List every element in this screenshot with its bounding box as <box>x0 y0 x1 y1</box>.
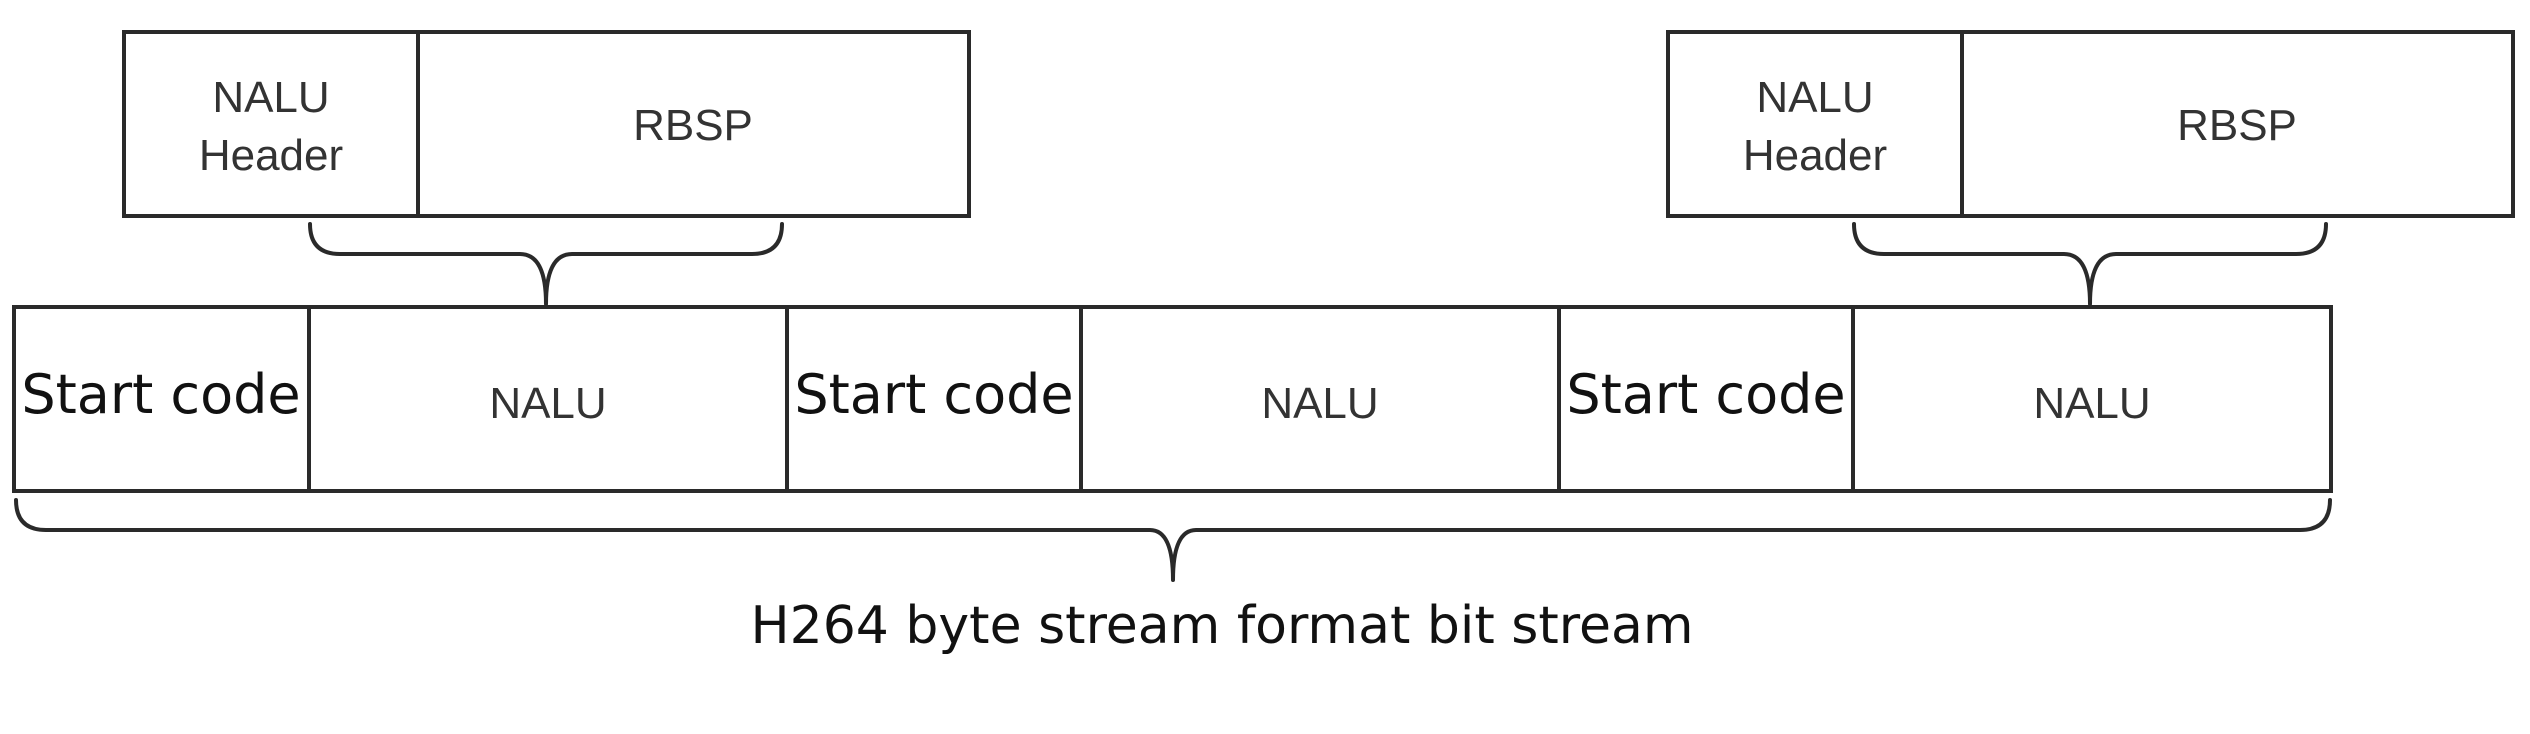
nalu-header-label-line1: NALU <box>212 73 329 122</box>
rbsp-box <box>416 30 971 218</box>
rbsp-label: RBSP <box>633 101 753 150</box>
nalu-expand-brace-right <box>1852 222 2328 306</box>
nalu-header-box <box>122 30 420 218</box>
start-code-label: Start code <box>1566 363 1845 426</box>
byte-stream-row: Start code NALU Start code NALU Start co… <box>12 305 2333 493</box>
nalu-box <box>307 305 789 493</box>
nalu-box <box>1851 305 2333 493</box>
nalu-expand-brace-left <box>308 222 784 306</box>
stream-brace <box>14 498 2332 582</box>
start-code-label: Start code <box>794 363 1073 426</box>
nalu-header-label-line2: Header <box>1743 131 1887 180</box>
nalu-detail-left: NALU Header RBSP <box>122 30 971 306</box>
nalu-label: NALU <box>2033 379 2150 428</box>
rbsp-label: RBSP <box>2177 101 2297 150</box>
nalu-header-label-line2: Header <box>199 131 343 180</box>
nalu-detail-right: NALU Header RBSP <box>1666 30 2515 306</box>
nalu-header-box <box>1666 30 1964 218</box>
nalu-label: NALU <box>489 379 606 428</box>
start-code-box <box>1557 305 1855 493</box>
nalu-label: NALU <box>1261 379 1378 428</box>
nalu-box <box>1079 305 1561 493</box>
nalu-header-label-line1: NALU <box>1756 73 1873 122</box>
start-code-box <box>12 305 311 493</box>
start-code-label: Start code <box>21 363 300 426</box>
start-code-box <box>785 305 1083 493</box>
stream-caption: H264 byte stream format bit stream <box>751 596 1694 656</box>
rbsp-box <box>1960 30 2515 218</box>
